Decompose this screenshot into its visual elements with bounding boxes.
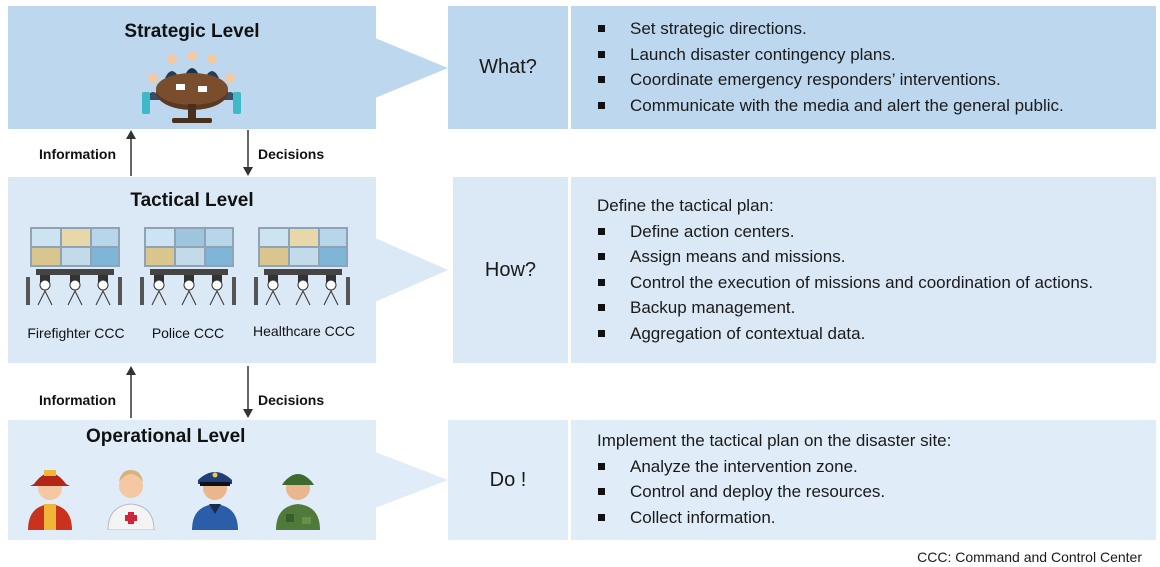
meeting-table-icon	[142, 51, 241, 123]
operational-question: Do !	[448, 420, 568, 540]
information-flow-label-upper: Information	[39, 146, 116, 162]
tactical-detail-list: Define action centers. Assign means and …	[597, 219, 1156, 347]
operational-pointer-arrow	[375, 452, 448, 508]
list-item: Launch disaster contingency plans.	[597, 42, 1156, 68]
list-item: Assign means and missions.	[597, 244, 1156, 270]
decisions-down-arrow-lower	[243, 366, 253, 418]
ccc-footnote: CCC: Command and Control Center	[917, 549, 1142, 565]
tactical-detail-intro: Define the tactical plan:	[597, 196, 774, 215]
firefighter-icon	[28, 470, 72, 530]
list-item: Control the execution of missions and co…	[597, 270, 1156, 296]
list-item: Aggregation of contextual data.	[597, 321, 1156, 347]
police-ccc-label: Police CCC	[151, 325, 225, 341]
tactical-details: Define the tactical plan: Define action …	[571, 177, 1156, 363]
information-flow-label-lower: Information	[39, 392, 116, 408]
strategic-detail-list: Set strategic directions. Launch disaste…	[597, 16, 1156, 118]
list-item: Backup management.	[597, 295, 1156, 321]
strategic-pointer-arrow	[375, 38, 448, 98]
tactical-level-title: Tactical Level	[130, 190, 254, 211]
healthcare-ccc-label: Healthcare CCC	[253, 323, 355, 339]
operational-level-title: Operational Level	[86, 426, 246, 447]
strategic-level-box: Strategic Level	[8, 6, 376, 129]
tactical-question: How?	[453, 177, 568, 363]
decisions-flow-label-upper: Decisions	[258, 146, 325, 162]
firefighter-control-center-icon	[26, 227, 122, 306]
strategic-details: Set strategic directions. Launch disaste…	[571, 6, 1156, 129]
soldier-icon	[276, 474, 320, 530]
list-item: Define action centers.	[597, 219, 1156, 245]
tactical-pointer-arrow	[375, 238, 448, 302]
decisions-flow-label-lower: Decisions	[258, 392, 325, 408]
strategic-level-title: Strategic Level	[124, 21, 260, 42]
police-control-center-icon	[140, 227, 236, 306]
decisions-down-arrow-upper	[243, 130, 253, 176]
doctor-icon	[107, 470, 155, 530]
list-item: Analyze the intervention zone.	[597, 454, 1156, 480]
operational-detail-list: Analyze the intervention zone. Control a…	[597, 454, 1156, 531]
list-item: Collect information.	[597, 505, 1156, 531]
healthcare-control-center-icon	[254, 227, 350, 306]
strategic-question: What?	[448, 6, 568, 129]
list-item: Set strategic directions.	[597, 16, 1156, 42]
information-up-arrow-upper	[126, 130, 136, 176]
operational-level-box: Operational Level	[8, 420, 376, 540]
list-item: Control and deploy the resources.	[597, 479, 1156, 505]
police-officer-icon	[192, 472, 238, 530]
tactical-level-box: Tactical Level Firefighter CCC Police CC…	[8, 177, 376, 363]
operational-details: Implement the tactical plan on the disas…	[571, 420, 1156, 540]
list-item: Coordinate emergency responders’ interve…	[597, 67, 1156, 93]
operational-detail-intro: Implement the tactical plan on the disas…	[597, 431, 952, 450]
list-item: Communicate with the media and alert the…	[597, 93, 1156, 119]
firefighter-ccc-label: Firefighter CCC	[27, 325, 125, 341]
information-up-arrow-lower	[126, 366, 136, 418]
